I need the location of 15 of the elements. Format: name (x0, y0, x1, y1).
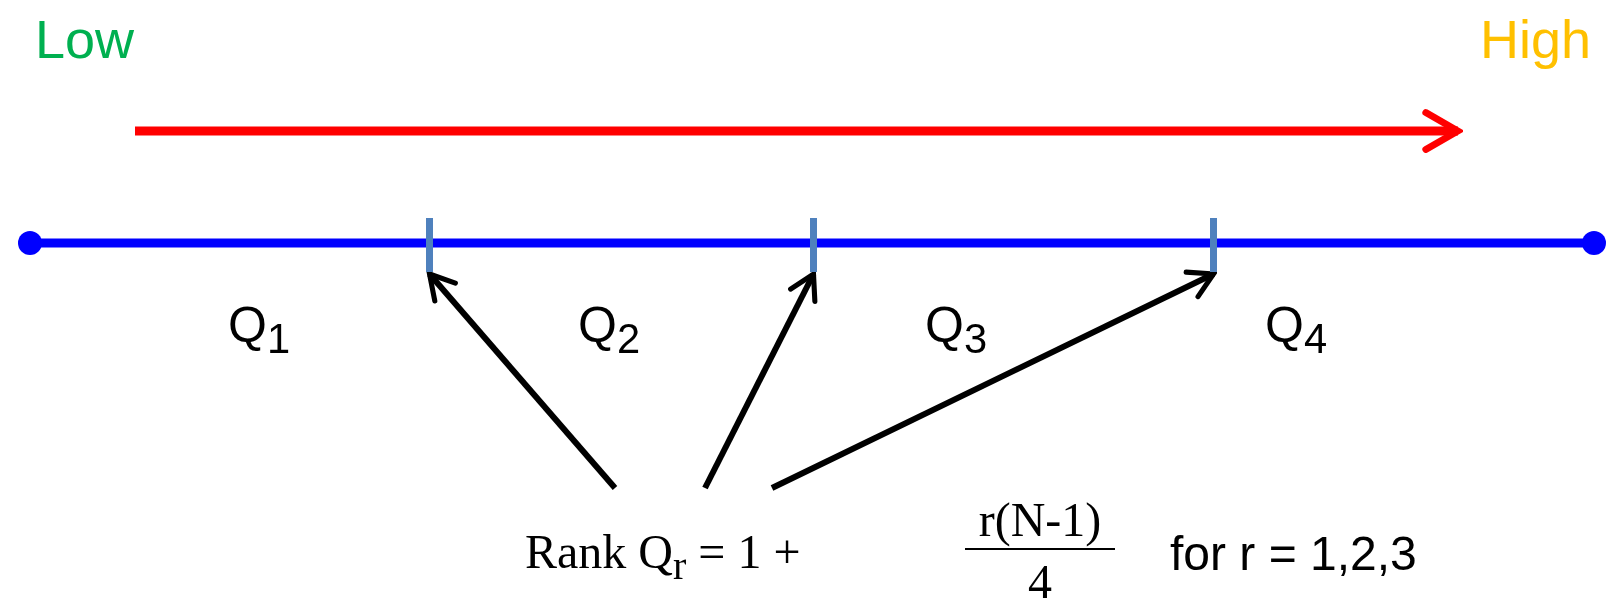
quartile-label: Q$_{3}$ (925, 300, 988, 360)
arrow (702, 271, 818, 490)
fraction-numerator: r(N-1) (977, 496, 1103, 544)
fraction-denominator: 4 (1027, 558, 1053, 606)
formula-text: Rank Q$_{r}$ = 1 + (525, 528, 801, 586)
low-label: Low (35, 12, 135, 66)
tick-mark (426, 218, 433, 272)
arrow (770, 269, 1217, 491)
tick-mark (1210, 218, 1217, 272)
quartile-label: Q$_{2}$ (578, 300, 641, 360)
quartile-label: Q$_{4}$ (1265, 300, 1328, 360)
tick-mark (810, 218, 817, 272)
quartile-label: Q$_{1}$ (228, 300, 291, 360)
formula-condition: for r = 1,2,3 (1170, 530, 1417, 578)
arrow (426, 271, 618, 490)
